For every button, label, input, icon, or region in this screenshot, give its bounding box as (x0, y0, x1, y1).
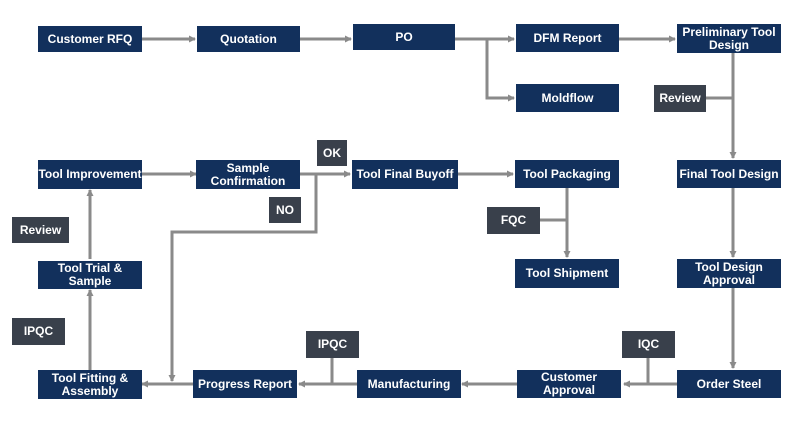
step-tool-improvement: Tool Improvement (38, 160, 142, 189)
step-tool-trial-sample: Tool Trial & Sample (38, 261, 142, 289)
step-progress-report: Progress Report (193, 370, 297, 398)
arrow-no-loop-back (168, 174, 318, 382)
step-tool-final-buyoff: Tool Final Buyoff (352, 160, 458, 189)
step-customer-approval: Customer Approval (517, 370, 621, 398)
step-dfm-report: DFM Report (516, 24, 619, 52)
check-ipqc-mid: IPQC (306, 331, 359, 358)
step-sample-confirmation: Sample Confirmation (196, 160, 300, 189)
step-po: PO (353, 24, 455, 50)
check-review-trial: Review (12, 217, 69, 243)
step-tool-design-approval: Tool Design Approval (677, 259, 781, 288)
step-customer-rfq: Customer RFQ (38, 26, 142, 52)
step-final-tool-design: Final Tool Design (677, 160, 781, 188)
check-review-design: Review (654, 85, 706, 112)
check-fqc: FQC (487, 207, 540, 234)
step-tool-shipment: Tool Shipment (515, 259, 619, 288)
step-manufacturing: Manufacturing (357, 370, 461, 398)
step-preliminary-tool-design: Preliminary Tool Design (677, 24, 781, 53)
step-order-steel: Order Steel (677, 370, 781, 398)
step-tool-fitting-assembly: Tool Fitting & Assembly (38, 370, 142, 399)
step-moldflow: Moldflow (516, 84, 619, 112)
step-tool-packaging: Tool Packaging (515, 160, 619, 188)
step-quotation: Quotation (197, 26, 300, 52)
check-iqc: IQC (622, 331, 675, 358)
check-ipqc-left: IPQC (12, 318, 65, 345)
arrow-po-to-moldflow (485, 39, 515, 102)
check-ok: OK (317, 140, 347, 166)
check-no: NO (269, 197, 301, 223)
